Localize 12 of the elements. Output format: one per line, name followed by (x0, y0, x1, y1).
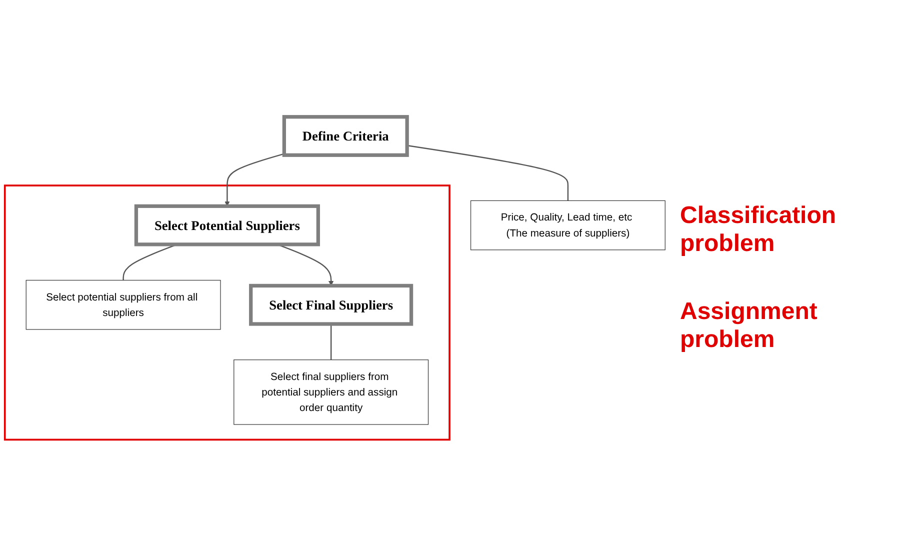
cluster (4, 184, 450, 440)
problem-label: Classification problem (680, 202, 838, 258)
connector (330, 324, 332, 360)
node-box (282, 114, 409, 157)
connector (406, 144, 569, 200)
node-box (234, 359, 429, 425)
node-box (249, 284, 414, 326)
node-box (134, 204, 320, 246)
node-box (470, 200, 666, 250)
problem-label: Assignment problem (680, 298, 818, 354)
arrow (224, 152, 284, 206)
node-box (26, 280, 221, 330)
